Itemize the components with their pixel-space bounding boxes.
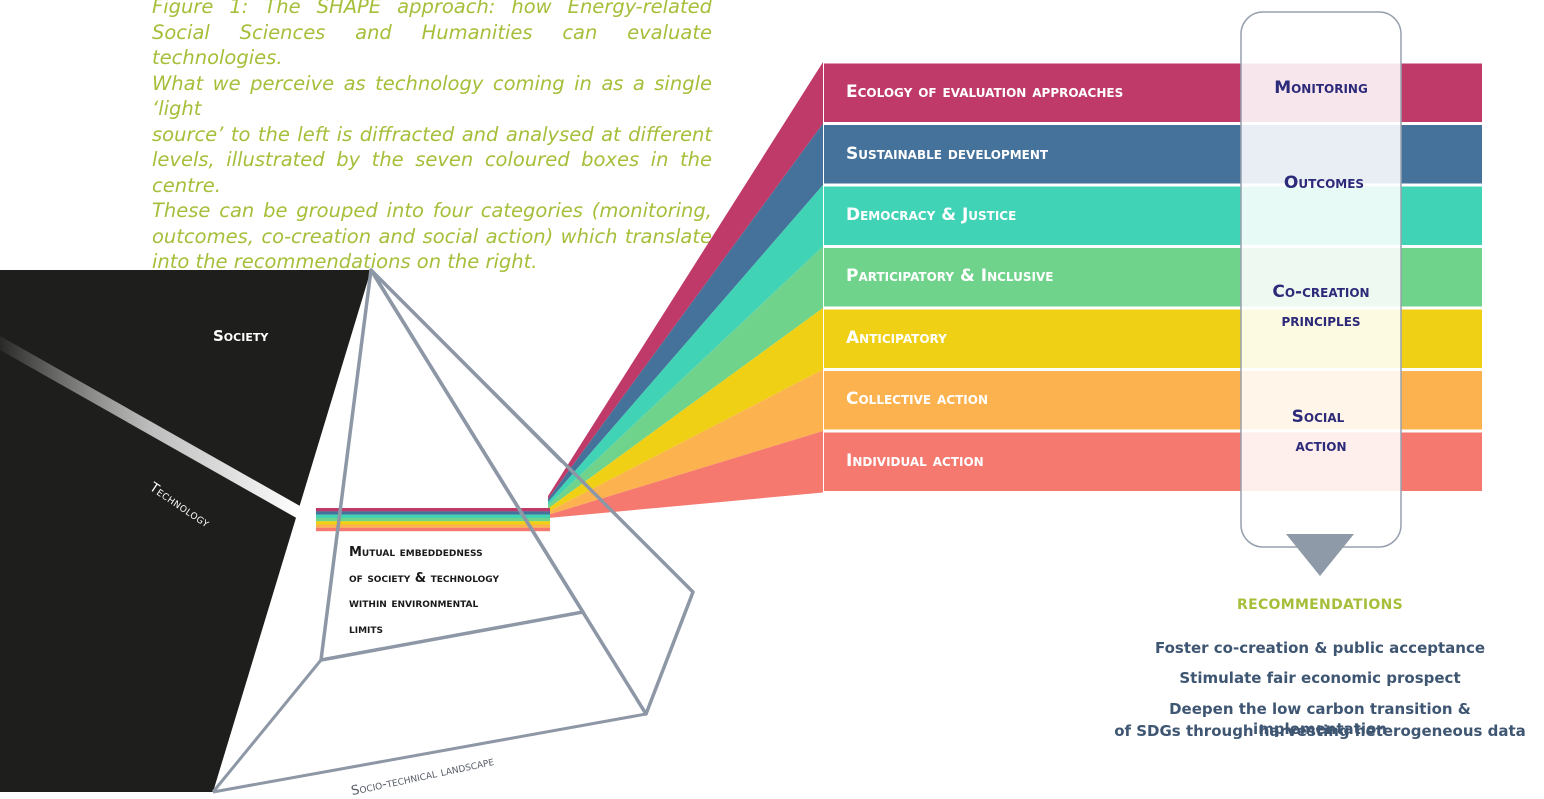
inner-ray bbox=[316, 524, 550, 528]
intro-caption: Figure 1: The SHAPE approach: how Energy… bbox=[152, 0, 712, 275]
inner-rainbow bbox=[316, 508, 550, 532]
band-label-democracy: Democracy & Justice bbox=[846, 205, 1017, 225]
spectrum-fan bbox=[548, 62, 823, 518]
inner-ray bbox=[316, 521, 550, 525]
fan-ray bbox=[548, 369, 823, 515]
band-label-participatory: Participatory & Inclusive bbox=[846, 266, 1054, 286]
fan-ray bbox=[548, 246, 823, 509]
mutual-line: of society & technology bbox=[349, 570, 499, 586]
recommendation-item: Stimulate fair economic prospect bbox=[1179, 669, 1461, 687]
category-cocreation-2: principles bbox=[1281, 311, 1361, 331]
society-area bbox=[0, 270, 371, 792]
intro-line: into the recommendations on the right. bbox=[152, 250, 538, 273]
mutual-embeddedness-label: Mutual embeddedness of society & technol… bbox=[349, 540, 559, 642]
intro-line: outcomes, co-creation and social action)… bbox=[152, 224, 712, 248]
band-label-sustainable: Sustainable development bbox=[846, 144, 1049, 164]
intro-line: source’ to the left is diffracted and an… bbox=[152, 122, 712, 146]
fan-ray bbox=[548, 123, 823, 503]
inner-ray bbox=[316, 511, 550, 515]
band-label-individual: Individual action bbox=[846, 451, 984, 471]
fan-ray bbox=[548, 308, 823, 512]
fan-ray bbox=[548, 431, 823, 518]
inner-ray bbox=[316, 527, 550, 532]
mutual-line: within environmental bbox=[349, 596, 479, 611]
fan-ray bbox=[548, 185, 823, 506]
category-cocreation: Co-creation bbox=[1272, 282, 1370, 302]
recommendation-item: Foster co-creation & public acceptance bbox=[1154, 639, 1486, 657]
category-monitoring: Monitoring bbox=[1274, 78, 1368, 98]
inner-ray bbox=[316, 517, 550, 522]
mutual-line: limits bbox=[349, 621, 384, 637]
fan-ray bbox=[548, 62, 823, 500]
band-label-ecology: Ecology of evaluation approaches bbox=[846, 82, 1124, 102]
inner-ray bbox=[316, 508, 550, 512]
inner-ray bbox=[316, 514, 550, 518]
intro-line: Figure 1: The SHAPE approach: how Energy… bbox=[152, 0, 712, 18]
intro-line: What we perceive as technology coming in… bbox=[152, 71, 712, 121]
category-outcomes: Outcomes bbox=[1283, 173, 1365, 193]
prism-outline bbox=[211, 268, 695, 794]
recommendation-item: of SDGs through harvesting heterogeneous… bbox=[1114, 722, 1526, 740]
recommendation-item: Deepen the low carbon transition & imple… bbox=[1169, 700, 1471, 738]
society-label: Society bbox=[213, 327, 269, 345]
intro-line: These can be grouped into four categorie… bbox=[152, 199, 712, 222]
band-label-anticipatory: Anticipatory bbox=[846, 328, 947, 348]
category-social-2: action bbox=[1295, 436, 1347, 456]
intro-line: Social Sciences and Humanities can evalu… bbox=[152, 20, 712, 70]
mutual-line: Mutual embeddedness bbox=[349, 545, 483, 560]
arrow-down-icon bbox=[1286, 534, 1354, 576]
band-label-collective: Collective action bbox=[846, 389, 989, 409]
category-social: Social bbox=[1291, 407, 1345, 427]
recommendations-title: RECOMMENDATIONS bbox=[1237, 597, 1403, 613]
intro-line: levels, illustrated by the seven coloure… bbox=[152, 148, 712, 197]
technology-beam bbox=[0, 336, 300, 520]
